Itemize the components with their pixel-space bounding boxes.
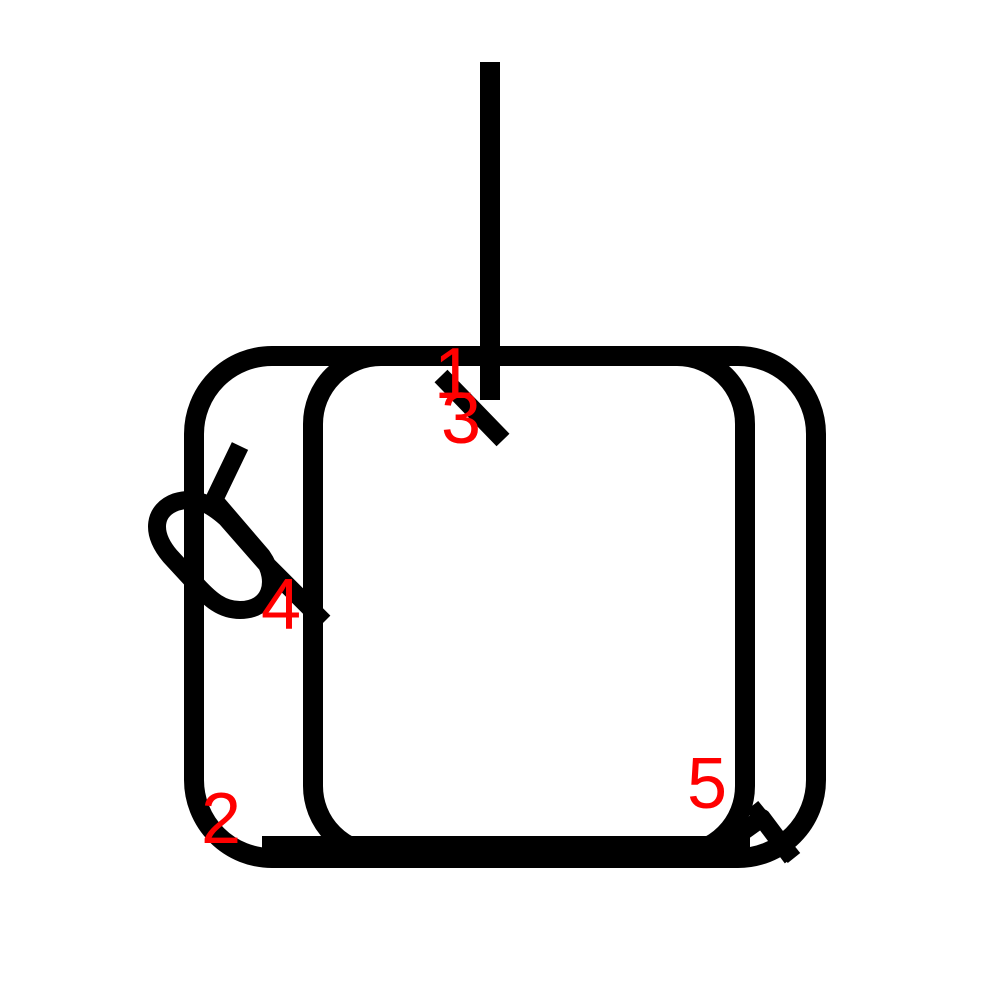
label-2: 2 (201, 779, 241, 859)
label-1: 1 (434, 334, 474, 414)
label-3: 3 (441, 379, 481, 459)
left-loop-stroke (148, 442, 331, 629)
label-5: 5 (687, 744, 727, 824)
label-4: 4 (261, 565, 301, 645)
right-diagonal-tick-stroke (745, 800, 801, 864)
bottom-band-stroke (262, 836, 750, 862)
inner-rounded-box-stroke (303, 346, 755, 864)
diagonal-tick-stroke-top (434, 369, 510, 447)
